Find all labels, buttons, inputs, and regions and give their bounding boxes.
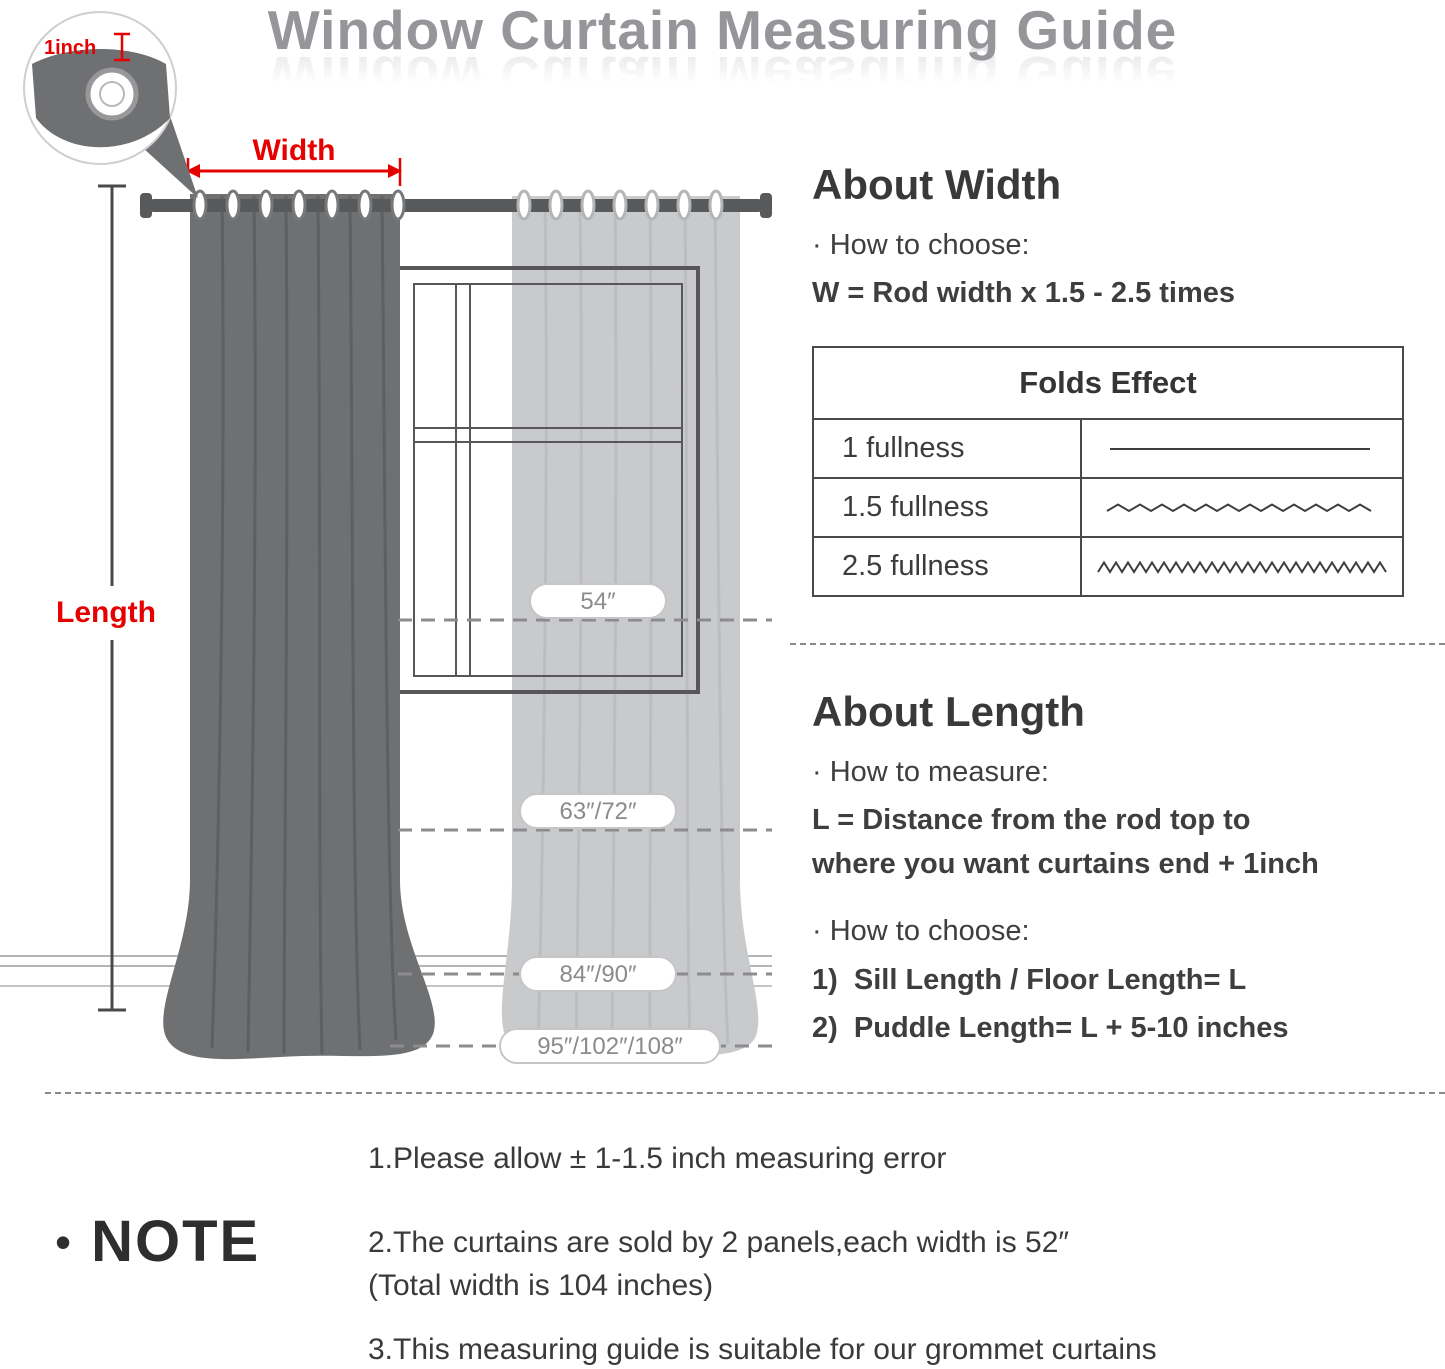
bottom-divider bbox=[45, 1092, 1445, 1094]
length-label: Length bbox=[56, 596, 156, 629]
table-row: 1.5 fullness bbox=[812, 476, 1404, 538]
fold-row-label: 2.5 fullness bbox=[812, 535, 1082, 597]
svg-text:54″: 54″ bbox=[580, 588, 616, 615]
length-formula-line1: L = Distance from the rod top to bbox=[812, 804, 1251, 837]
wavy-line-icon bbox=[1106, 503, 1372, 513]
grommet-callout: 1inch bbox=[23, 11, 198, 198]
page-title: Window Curtain Measuring Guide bbox=[267, 0, 1178, 61]
one-inch-label: 1inch bbox=[44, 37, 96, 59]
note-item-1: 1.Please allow ± 1-1.5 inch measuring er… bbox=[368, 1142, 947, 1175]
width-label: Width bbox=[252, 134, 335, 167]
note-item-3: 3.This measuring guide is suitable for o… bbox=[368, 1333, 1157, 1366]
size-pill-63-72: 63″/72″ bbox=[519, 793, 677, 829]
dense-zigzag-line-icon bbox=[1097, 560, 1387, 575]
section-divider bbox=[790, 642, 1445, 645]
length-formula-line2: where you want curtains end + 1inch bbox=[812, 847, 1319, 880]
svg-text:95″/102″/108″: 95″/102″/108″ bbox=[537, 1033, 683, 1060]
table-row: 1 fullness bbox=[812, 417, 1404, 479]
length-formula: L = Distance from the rod top to where yo… bbox=[812, 799, 1445, 886]
front-curtain-grommets bbox=[192, 189, 406, 221]
front-curtain-panel bbox=[163, 194, 435, 1060]
info-column: About Width · How to choose: W = Rod wid… bbox=[790, 161, 1445, 1046]
curtain-diagram: 54″ 63″/72″ 84″/90″ 95″/102″/108″ Width bbox=[0, 11, 772, 1064]
svg-text:84″/90″: 84″/90″ bbox=[559, 961, 637, 988]
note-item-2: 2.The curtains are sold by 2 panels,each… bbox=[368, 1226, 1070, 1259]
width-formula: W = Rod width x 1.5 - 2.5 times bbox=[812, 277, 1236, 310]
svg-text:63″/72″: 63″/72″ bbox=[559, 798, 637, 825]
size-pill-54: 54″ bbox=[529, 583, 667, 619]
length-option-puddle: 2) Puddle Length= L + 5-10 inches bbox=[812, 1012, 1289, 1045]
length-how-to-choose-label: · How to choose: bbox=[812, 915, 1030, 948]
header: Window Curtain Measuring Guide Window Cu… bbox=[0, 0, 1445, 106]
back-curtain-panel bbox=[501, 196, 759, 1059]
note-block: • NOTE bbox=[55, 1208, 260, 1275]
fold-line-dense-zigzag bbox=[1080, 535, 1404, 597]
fold-row-label: 1 fullness bbox=[812, 417, 1082, 479]
straight-line-icon bbox=[1110, 448, 1370, 451]
length-how-to-measure-label: · How to measure: bbox=[812, 756, 1049, 789]
length-option-sill-floor: 1) Sill Length / Floor Length= L bbox=[812, 963, 1247, 996]
size-pill-84-90: 84″/90″ bbox=[519, 956, 677, 992]
fold-row-label: 1.5 fullness bbox=[812, 476, 1082, 538]
size-pill-95-102-108: 95″/102″/108″ bbox=[499, 1028, 721, 1064]
folds-table-header: Folds Effect bbox=[812, 345, 1404, 420]
fold-line-straight bbox=[1080, 417, 1404, 479]
back-curtain-grommets bbox=[516, 189, 724, 221]
fold-line-wavy bbox=[1080, 476, 1404, 538]
note-label: NOTE bbox=[91, 1209, 261, 1274]
note-list: 1.Please allow ± 1-1.5 inch measuring er… bbox=[368, 1140, 1433, 1369]
folds-effect-table: Folds Effect 1 fullness 1.5 fullness bbox=[812, 345, 1404, 597]
note-item-2-continued: (Total width is 104 inches) bbox=[368, 1269, 714, 1302]
note-bullet: • bbox=[55, 1215, 72, 1268]
about-length-heading: About Length bbox=[812, 687, 1085, 735]
width-how-to-choose-label: · How to choose: bbox=[812, 229, 1030, 262]
about-width-heading: About Width bbox=[812, 161, 1062, 208]
width-arrow: Width bbox=[186, 134, 402, 186]
table-row: 2.5 fullness bbox=[812, 535, 1404, 597]
length-line: Length bbox=[56, 184, 156, 1012]
